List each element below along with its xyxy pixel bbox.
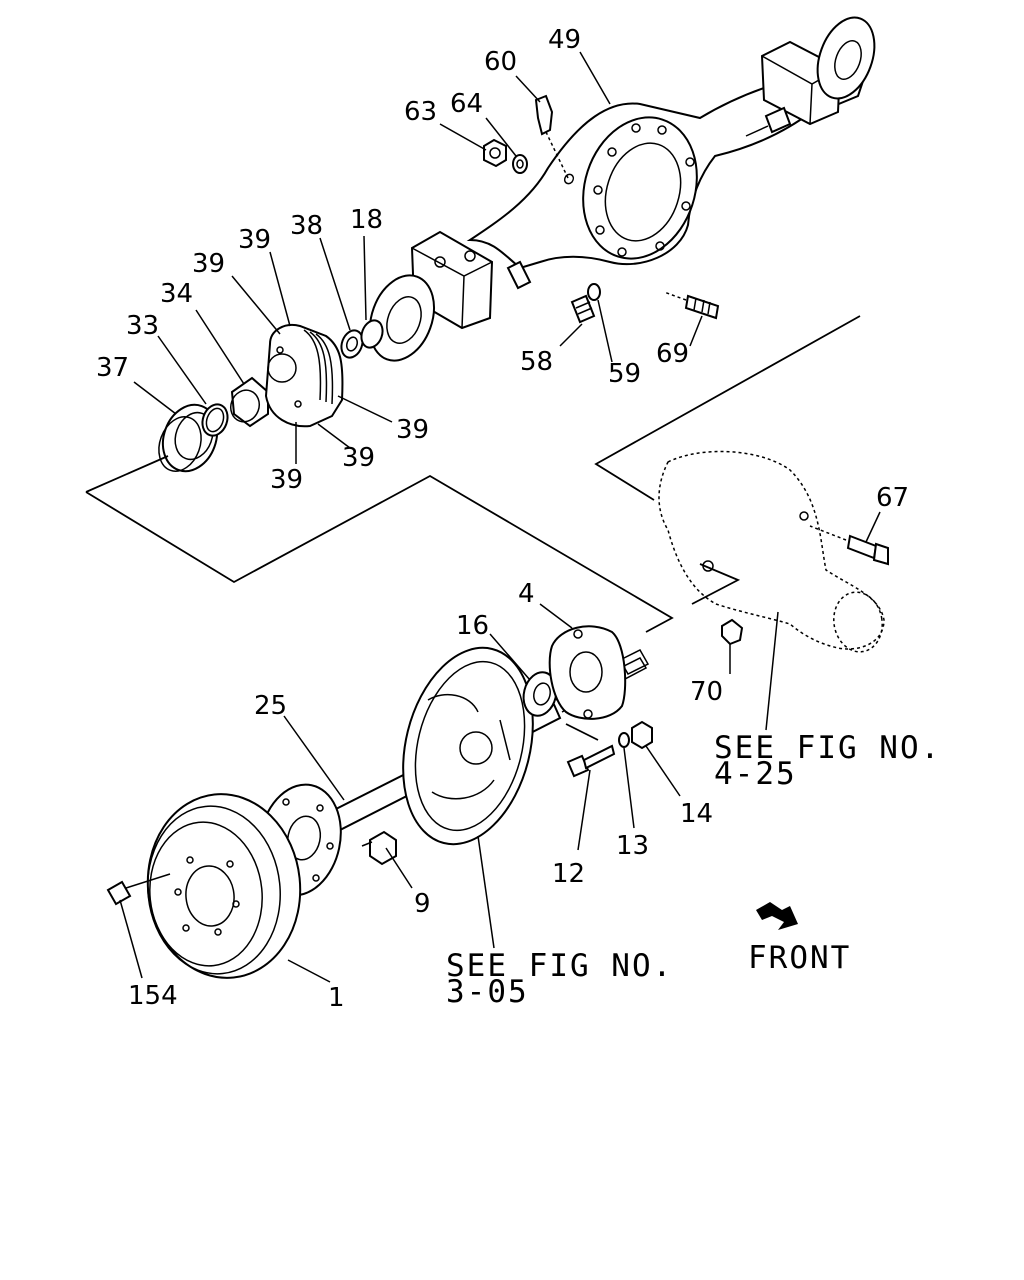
label-39-bottom: 39 [270,465,303,495]
label-67: 67 [876,483,909,513]
figure-references: SEE FIG NO. 4-25 SEE FIG NO. 3-05 [446,730,941,1010]
bolt-12 [566,744,616,778]
label-9: 9 [414,889,431,919]
label-39-upper: 39 [192,249,225,279]
bearing-holder-4 [548,625,627,720]
label-14: 14 [680,799,713,829]
bolt-58 [570,294,596,324]
front-indicator: FRONT [748,902,851,976]
screw-154 [106,873,171,906]
label-16: 16 [456,611,489,641]
label-154: 154 [128,981,178,1011]
differential-carrier [658,450,885,653]
stud-69 [663,291,720,320]
label-1: 1 [328,983,345,1013]
bolt-67 [809,525,889,566]
label-37: 37 [96,353,129,383]
oil-seal-38 [340,329,364,359]
assembly-bracket-lower [565,563,741,741]
snap-ring-33 [201,403,229,437]
o-ring-18 [360,319,384,349]
label-69: 69 [656,339,689,369]
axle-housing [369,16,876,362]
washer-64 [512,154,528,174]
see-fig-4-25-line2: 4-25 [714,756,797,792]
hub-bolt-9 [361,830,397,866]
washer-13 [618,732,630,748]
assembly-bracket-upper [85,315,861,633]
label-34: 34 [160,279,193,309]
label-12: 12 [552,859,585,889]
nut-34 [230,376,269,428]
see-fig-4-25-line1: SEE FIG NO. [714,730,941,766]
see-fig-3-05-line2: 3-05 [446,974,529,1010]
see-fig-3-05-line1: SEE FIG NO. [446,948,673,984]
part-labels: 49 60 64 63 18 38 39 39 34 33 37 39 39 3… [96,25,909,1013]
label-70: 70 [690,677,723,707]
label-13: 13 [616,831,649,861]
label-49: 49 [548,25,581,55]
label-38: 38 [290,211,323,241]
nut-14 [631,720,653,750]
label-60: 60 [484,47,517,77]
label-39-top: 39 [238,225,271,255]
brake-drum-1 [146,793,302,979]
label-58: 58 [520,347,553,377]
label-63: 63 [404,97,437,127]
label-39-right: 39 [396,415,429,445]
leader-lines [119,51,881,983]
nut-70 [721,618,744,646]
backing-plate-3-05 [402,646,534,846]
label-18: 18 [350,205,383,235]
shim-stack-39 [264,324,344,428]
label-25: 25 [254,691,287,721]
label-39-mid: 39 [342,443,375,473]
front-direction-arrow-icon [756,902,798,930]
label-4: 4 [518,579,535,609]
nut-63 [483,138,507,168]
front-label: FRONT [748,940,851,976]
washer-59 [587,283,601,301]
breather-plug-60 [534,94,575,185]
label-33: 33 [126,311,159,341]
label-64: 64 [450,89,483,119]
label-59: 59 [608,359,641,389]
